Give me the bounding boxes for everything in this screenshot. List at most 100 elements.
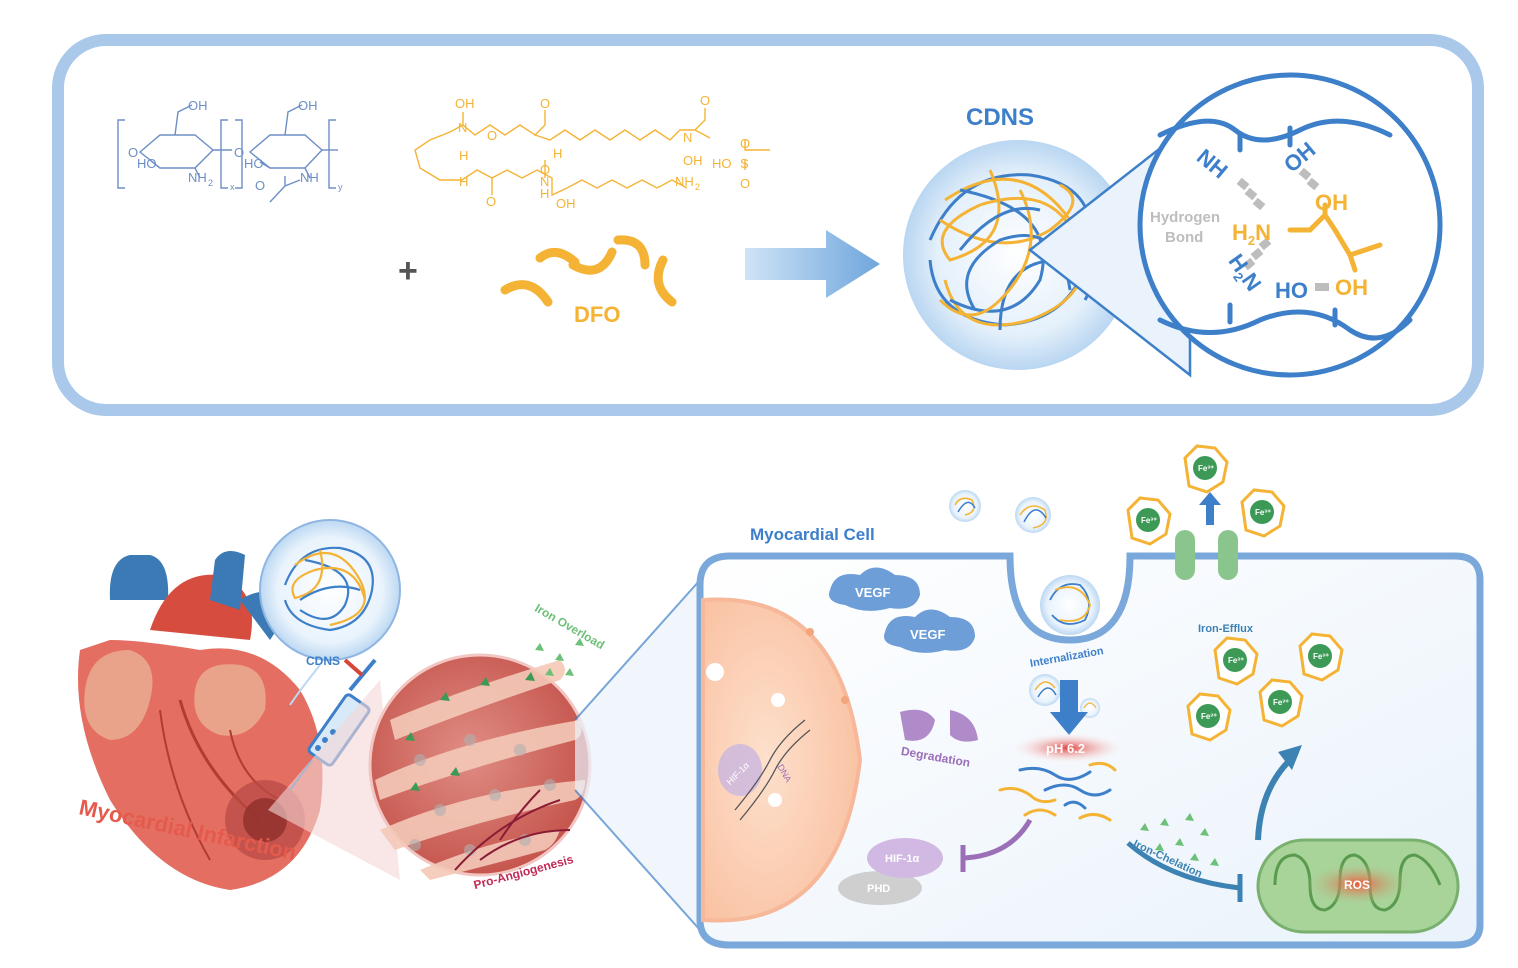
chitosan-x: x [230,182,235,192]
tissue-vessels [454,789,571,871]
fe-label-6: Fe³⁺ [1201,712,1217,721]
internalization-arrow [1050,680,1088,735]
vegf-label-1: VEGF [855,585,890,600]
dfo-nh2-sub: 2 [695,182,700,192]
vegf-cloud-1 [829,567,920,611]
fe-label-2: Fe³⁺ [1198,464,1214,473]
extracellular-nanoparticles [949,490,1051,533]
fe-label-4: Fe³⁺ [1228,656,1244,665]
chitosan-oh-2: OH [298,98,318,113]
phd-label: PHD [867,883,890,895]
dfo-nh2: NH [675,174,694,189]
syringe-bubble [259,519,401,661]
zoom-ho-bottom: HO [1275,278,1308,303]
hif-label: HIF-1α [885,853,920,865]
chitosan-o-1: O [128,145,138,160]
zoom-h2n-mid: H2N [1232,220,1271,248]
ph-glow [1008,732,1128,764]
zoom-dfo-chain [1287,202,1383,273]
zoom-oh-bottom: OH [1335,275,1368,300]
chitosan-o-2: O [234,145,244,160]
fe-label-5: Fe³⁺ [1313,652,1329,661]
internalized-nanoparticle-chains [1049,583,1091,625]
syringe-bubble-particle [283,546,374,632]
nucleus-pores [706,628,849,807]
efflux-channel-left [1175,530,1195,580]
zoom-circle [1137,72,1443,378]
hif-inhibition-line [964,818,1033,861]
tissue-iron-particles [405,672,535,791]
dfo-molecules [500,235,677,307]
iron-efflux-label: Iron-Efflux [1198,623,1254,635]
ros-label: ROS [1344,878,1370,892]
degradation-piece-2 [950,710,978,742]
vegf-label-2: VEGF [910,627,945,642]
ph-label: pH 6.2 [1046,741,1085,756]
efflux-arrow [1199,492,1221,525]
syringe-cdns-label: CDNS [306,654,340,668]
reaction-arrow [745,230,880,298]
cell-title: Myocardial Cell [750,525,875,544]
dna-helix [734,719,811,821]
chelation-particles [1140,813,1219,866]
zoom-polymer-chains [1157,118,1413,341]
dfo-n-bottom: N [540,174,549,189]
chitosan-nh2: NH [188,170,207,185]
dfo-o-c: O [700,93,710,108]
ros-glow [1303,862,1413,906]
dfo-h-d: H [540,186,549,201]
dfo-oh-top: OH [455,96,475,111]
chitosan-y: y [338,182,343,192]
heart-zoom-cone [268,680,400,880]
hydrogen-bond-label-2: Bond [1165,229,1203,246]
dfo-labels: OH N O O O H H N OH NH 2 OH N O H H O HO… [455,93,750,211]
hydrogen-bond-dashes [1236,167,1329,291]
dfo-h-a: H [459,148,468,163]
tissue-cells [409,734,556,856]
dfo-structure [414,108,770,197]
dfo-oh-bottom: OH [556,196,576,211]
zoom-oh-right: OH [1315,190,1348,215]
iron-chelation-line [1126,841,1241,891]
sulfonate-ho: HO [712,156,732,171]
plus-sign: + [398,252,418,290]
fe-complexes [1126,444,1344,742]
syringe-bubble-tail [289,664,321,706]
dfo-o-a: O [487,128,497,143]
chitosan-nh: NH [300,170,319,185]
nucleus-hif [718,744,762,796]
dfo-n-top: N [458,120,467,135]
fe-labels: Fe³⁺ Fe³⁺ Fe³⁺ Fe³⁺ Fe³⁺ Fe³⁺ Fe³⁺ [1141,464,1329,721]
dfo-n-right: N [683,130,692,145]
chitosan-ho-1: HO [137,156,157,171]
chitosan-nh2-sub: 2 [208,178,213,188]
chitosan-structure [117,104,338,203]
sulfonate-s: S [740,156,749,171]
released-polymer-chains [998,761,1117,822]
hif-blob [867,838,943,878]
dfo-o-e: O [540,162,550,177]
dfo-h-c: H [459,174,468,189]
iron-overload-label: Iron Overload [532,601,607,652]
efflux-path-line [1255,757,1293,841]
fe-label-1: Fe³⁺ [1141,516,1157,525]
degradation-piece-1 [900,709,935,741]
mitochondrion-cristae [1273,853,1442,912]
dfo-h-b: H [553,146,562,161]
chitosan-ho-2: HO [244,156,264,171]
cdns-title: CDNS [966,104,1034,131]
dfo-oh-mid: OH [683,153,703,168]
sulfonate-o-1: O [740,136,750,151]
chitosan-oh-1: OH [188,98,208,113]
efflux-path-arrowhead [1278,745,1302,770]
dfo-o-d: O [486,194,496,209]
vegf-cloud-2 [884,609,975,653]
dfo-label: DFO [574,302,620,327]
iron-overload-particles [535,638,584,676]
chitosan-o-3: O [255,178,265,193]
dfo-o-b: O [540,96,550,111]
fe-label-7: Fe³⁺ [1273,698,1289,707]
phd-blob [838,871,922,905]
fe-label-3: Fe³⁺ [1255,508,1271,517]
